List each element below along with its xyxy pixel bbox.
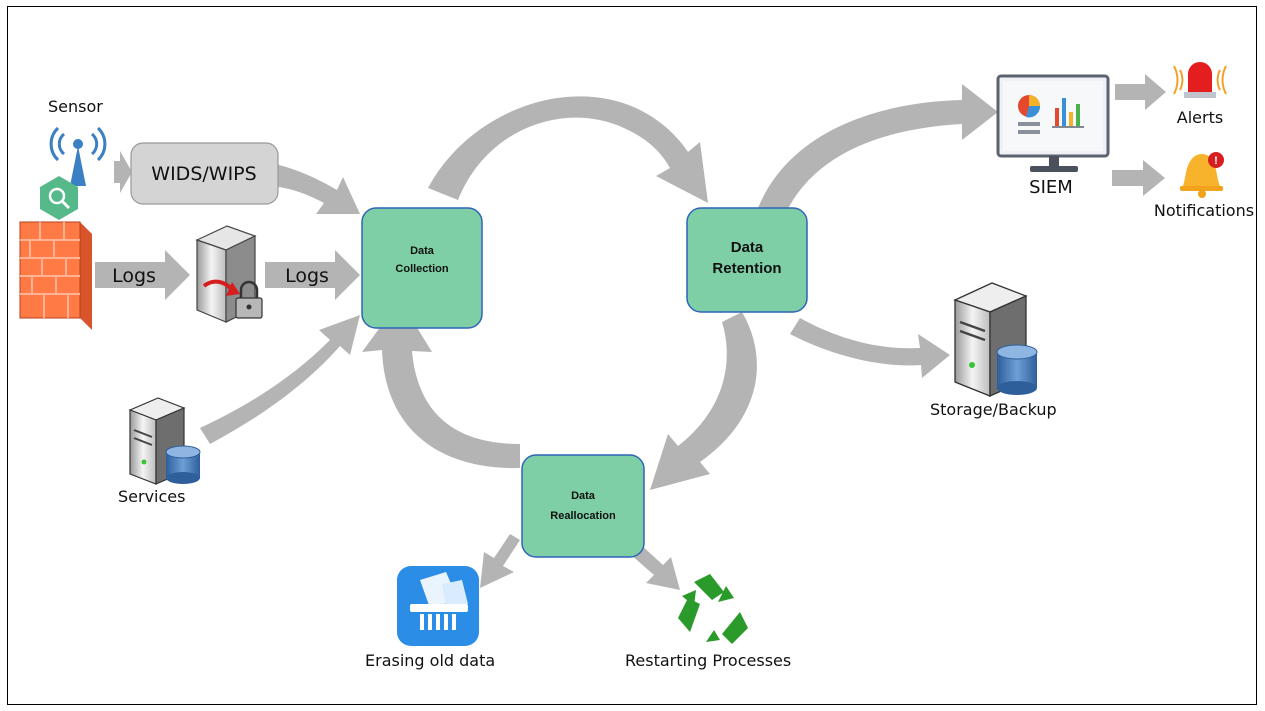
bell-icon: !: [1180, 152, 1224, 198]
shredder-icon: [397, 566, 479, 646]
node-data-retention-line1: Data: [731, 239, 764, 256]
node-data-collection: Data Collection: [361, 207, 483, 329]
arrow-firewall-to-server: [95, 250, 190, 300]
erasing-label: Erasing old data: [365, 651, 495, 670]
wids-wips-box: WIDS/WIPS: [130, 142, 279, 205]
arrow-retention-to-siem: [758, 84, 998, 215]
arrow-wids-to-collection: [272, 164, 360, 214]
node-data-collection-line2: Collection: [395, 263, 448, 275]
locked-server-icon: [195, 225, 263, 323]
node-data-reallocation-line1: Data: [571, 490, 596, 502]
storage-server-icon: [953, 282, 1038, 398]
svg-text:!: !: [1214, 155, 1218, 167]
services-server-icon: [128, 397, 201, 485]
siren-icon: [1173, 62, 1227, 98]
arrow-server-to-collection: [265, 250, 360, 300]
alerts-label: Alerts: [1177, 108, 1223, 127]
notifications-label: Notifications: [1154, 201, 1254, 220]
restarting-label: Restarting Processes: [625, 651, 791, 670]
node-data-retention-line2: Retention: [712, 260, 781, 277]
recycle-icon: [678, 574, 748, 644]
node-data-retention: Data Retention: [686, 207, 808, 313]
flow-arrows: [95, 74, 1166, 590]
arrow-collection-to-retention: [428, 96, 708, 203]
arrow-siem-to-alerts: [1115, 74, 1166, 110]
services-label: Services: [118, 487, 185, 506]
arrow-retention-to-reallocation: [650, 312, 757, 490]
arrow-reallocation-to-collection: [362, 300, 520, 469]
node-data-reallocation-line2: Reallocation: [550, 510, 616, 522]
arrow-services-to-collection: [200, 315, 360, 444]
arrow-reallocation-to-recycle: [630, 544, 680, 590]
magnifier-hex-icon: [40, 176, 78, 220]
siem-monitor-icon: [996, 74, 1110, 172]
logs-label-1: Logs: [112, 265, 156, 287]
arrow-reallocation-to-eraser: [480, 534, 520, 588]
sensor-label: Sensor: [48, 97, 103, 116]
logs-label-2: Logs: [285, 265, 329, 287]
storage-backup-label: Storage/Backup: [930, 400, 1057, 419]
wifi-sensor-icon: [49, 126, 107, 186]
firewall-icon: [19, 221, 92, 330]
siem-label: SIEM: [1029, 177, 1073, 198]
node-data-collection-line1: Data: [410, 245, 435, 257]
arrow-sensor-to-wids: [114, 151, 132, 193]
wids-wips-label: WIDS/WIPS: [151, 163, 256, 185]
arrow-retention-to-storage: [790, 318, 950, 378]
arrow-siem-to-notifications: [1112, 160, 1165, 196]
node-data-reallocation: Data Reallocation: [521, 454, 645, 558]
